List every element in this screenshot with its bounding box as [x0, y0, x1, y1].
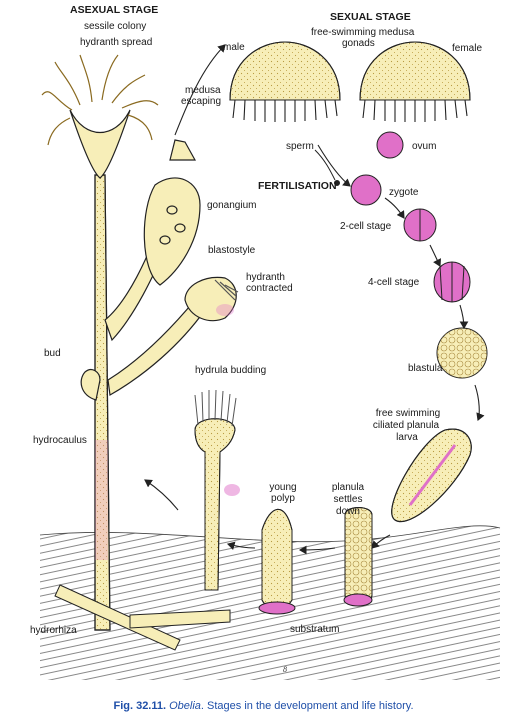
female-medusa-drawing: [359, 41, 471, 122]
hydranth-spread-label: hydranth spread: [80, 37, 153, 48]
free-swimming-medusa-label: free-swimming medusa: [311, 27, 415, 38]
hydrula-budding-label: hydrula budding: [195, 365, 267, 376]
caption-genus: Obelia: [169, 700, 201, 712]
fertilisation-heading: FERTILISATION: [258, 180, 337, 192]
blastostyle-label: blastostyle: [208, 245, 256, 256]
bud-label: bud: [44, 348, 61, 359]
gonangium-label: gonangium: [207, 200, 257, 211]
down-label: down: [336, 506, 360, 517]
male-medusa-drawing: [229, 41, 341, 122]
settling-planula-drawing: [343, 507, 373, 607]
sperm-cell: [314, 149, 340, 186]
medusa-label: medusa: [185, 85, 221, 96]
four-cell-embryo: [433, 261, 471, 303]
sperm-label: sperm: [286, 141, 314, 152]
substratum-label: substratum: [290, 624, 340, 635]
zygote-cell: [350, 174, 382, 206]
gonads-label: gonads: [342, 38, 375, 49]
blastula-cells: [437, 328, 487, 378]
hydrorhiza-drawing: [54, 584, 231, 651]
life-cycle-arrows: [144, 44, 485, 555]
male-label: male: [223, 42, 245, 53]
hydranth-contracted-drawing: [184, 276, 239, 322]
two-cell-stage-label: 2-cell stage: [340, 221, 392, 232]
caption-figure-number: Fig. 32.11.: [113, 700, 167, 712]
hydrula-budding-drawing: [194, 389, 240, 591]
female-label: female: [452, 43, 483, 54]
blastula-label: blastula: [408, 363, 443, 374]
gonangium-drawing: [143, 139, 201, 286]
planula-label: planula: [331, 482, 365, 493]
two-cell-embryo: [403, 208, 437, 242]
sessile-colony-label: sessile colony: [84, 21, 147, 32]
hydranth-spread-drawing: [41, 54, 159, 179]
ovum-label: ovum: [412, 141, 437, 152]
sexual-stage-heading: SEXUAL STAGE: [330, 11, 411, 23]
ovum-cell: [376, 131, 404, 159]
caption-text: . Stages in the development and life his…: [200, 700, 414, 712]
escaping-label: escaping: [181, 96, 222, 107]
zygote-label: zygote: [389, 187, 419, 198]
polyp-label: polyp: [271, 493, 295, 504]
young-label: young: [269, 482, 297, 493]
figure-caption: Fig. 32.11. Obelia. Stages in the develo…: [0, 700, 527, 712]
contracted-label: contracted: [246, 283, 293, 294]
artist-mark: 8: [283, 665, 287, 674]
hydrorhiza-label: hydrorhiza: [30, 625, 77, 636]
asexual-stage-heading: ASEXUAL STAGE: [70, 4, 159, 16]
ciliated-planula-label: ciliated planula: [372, 420, 440, 431]
four-cell-stage-label: 4-cell stage: [368, 277, 420, 288]
free-swimming-label: free swimming: [375, 408, 441, 419]
hydranth-label: hydranth: [246, 272, 285, 283]
larva-label: larva: [396, 432, 418, 443]
young-polyp-drawing: [258, 508, 296, 615]
hydrocaulus-label: hydrocaulus: [33, 435, 87, 446]
planula-larva-drawing: [391, 428, 472, 523]
settles-label: settles: [333, 494, 363, 505]
